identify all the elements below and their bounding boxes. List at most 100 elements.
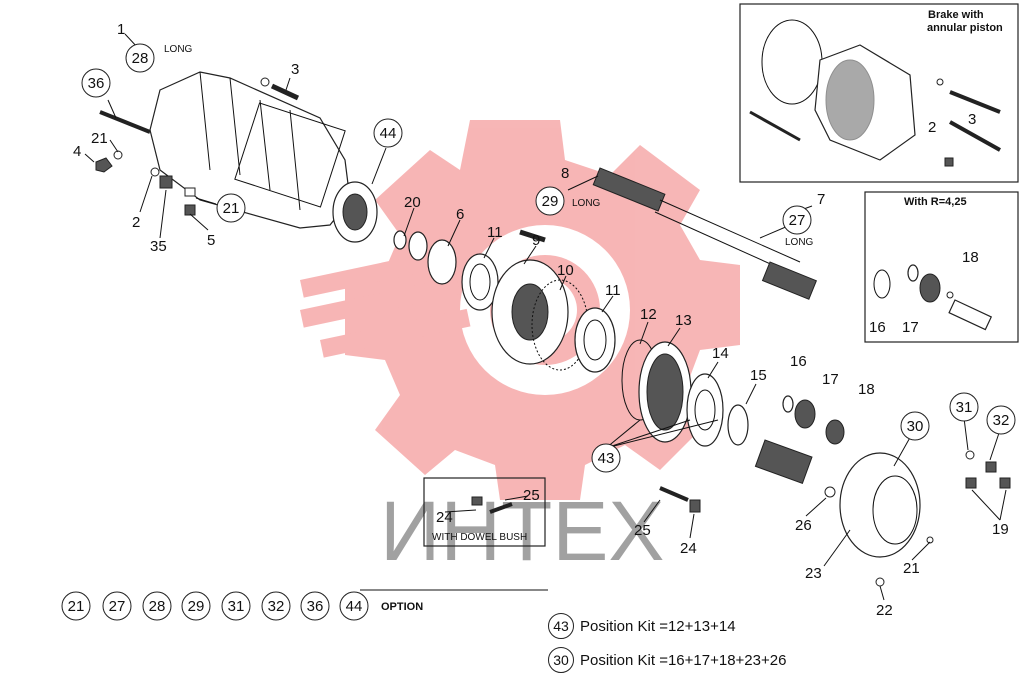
svg-text:30: 30 xyxy=(907,418,924,435)
svg-text:21: 21 xyxy=(68,598,85,615)
callout-26: 26 xyxy=(795,517,812,534)
svg-text:28: 28 xyxy=(132,50,149,67)
watermark-text: ИНТЕХ xyxy=(380,484,664,578)
svg-text:29: 29 xyxy=(542,193,559,210)
callout-8: 8 xyxy=(561,165,569,182)
callout-17: 17 xyxy=(822,371,839,388)
brake-inset xyxy=(739,3,1019,183)
callout-1: 1 xyxy=(117,21,125,38)
callout-10: 10 xyxy=(557,262,574,279)
planet-gears xyxy=(754,395,845,485)
ratio-inset-label-17: 17 xyxy=(902,319,919,336)
svg-text:28: 28 xyxy=(149,598,166,615)
callout-6: 6 xyxy=(456,206,464,223)
circled-callout-44: 44 xyxy=(373,118,403,148)
svg-text:44: 44 xyxy=(380,125,397,142)
circled-callout-31: 31 xyxy=(949,392,979,422)
circled-callout-29: 29 xyxy=(535,186,565,216)
ring-gear-assembly xyxy=(621,339,749,447)
callout-14: 14 xyxy=(712,345,729,362)
svg-text:27: 27 xyxy=(109,598,126,615)
option-circle-32: 32 xyxy=(261,591,291,621)
circled-callout-21: 21 xyxy=(216,193,246,223)
svg-text:21: 21 xyxy=(223,200,240,217)
circled-callout-36: 36 xyxy=(81,68,111,98)
bolt-25 xyxy=(659,486,689,502)
kit-43-number: 43 xyxy=(548,613,574,639)
svg-text:27: 27 xyxy=(789,212,806,229)
callout-22: 22 xyxy=(876,602,893,619)
axle-housing xyxy=(149,71,378,243)
long-label-27: LONG xyxy=(785,237,814,248)
svg-text:32: 32 xyxy=(268,598,285,615)
circled-callout-43: 43 xyxy=(591,443,621,473)
svg-text:36: 36 xyxy=(88,75,105,92)
callout-2: 2 xyxy=(132,214,140,231)
dowel-bush-inset xyxy=(423,477,546,547)
circled-callout-28: 28 xyxy=(125,43,155,73)
callout-35: 35 xyxy=(150,238,167,255)
housing-fasteners xyxy=(95,77,300,216)
svg-text:29: 29 xyxy=(188,598,205,615)
circled-callouts: 28 36 44 21 29 27 43 30 xyxy=(81,43,1016,473)
ratio-inset-label-18: 18 xyxy=(962,249,979,266)
option-circle-44: 44 xyxy=(339,591,369,621)
svg-text:31: 31 xyxy=(228,598,245,615)
kit-43-row: 43 Position Kit =12+13+14 xyxy=(548,613,736,639)
callout-23: 23 xyxy=(805,565,822,582)
svg-text:31: 31 xyxy=(956,399,973,416)
option-circle-36: 36 xyxy=(300,591,330,621)
callout-25: 25 xyxy=(634,522,651,539)
planetary-cover xyxy=(824,450,1011,587)
leader-lines xyxy=(84,33,1007,601)
callout-16: 16 xyxy=(790,353,807,370)
circled-callout-27: 27 xyxy=(782,205,812,235)
circled-callout-32: 32 xyxy=(986,405,1016,435)
nut-24 xyxy=(689,499,701,513)
dowel-inset-label-24: 24 xyxy=(436,509,453,526)
callout-7: 7 xyxy=(817,191,825,208)
svg-text:43: 43 xyxy=(598,450,615,467)
callout-15: 15 xyxy=(750,367,767,384)
callout-20: 20 xyxy=(404,194,421,211)
center-rings xyxy=(393,230,616,373)
option-circle-29: 29 xyxy=(181,591,211,621)
callout-19: 19 xyxy=(992,521,1009,538)
callout-13: 13 xyxy=(675,312,692,329)
option-circle-31: 31 xyxy=(221,591,251,621)
ratio-inset-title: With R=4,25 xyxy=(904,196,967,208)
dowel-inset-label-25: 25 xyxy=(523,487,540,504)
circled-callout-30: 30 xyxy=(900,411,930,441)
brake-inset-label-3: 3 xyxy=(968,111,976,128)
callout-3: 3 xyxy=(291,61,299,78)
svg-text:36: 36 xyxy=(307,598,324,615)
option-circle-27: 27 xyxy=(102,591,132,621)
callout-11a: 11 xyxy=(487,224,503,241)
brake-inset-title-2: annular piston xyxy=(927,22,1003,34)
brake-inset-label-2: 2 xyxy=(928,119,936,136)
option-circle-21: 21 xyxy=(61,591,91,621)
brake-inset-title-1: Brake with xyxy=(928,9,984,21)
svg-text:44: 44 xyxy=(346,598,363,615)
svg-text:32: 32 xyxy=(993,412,1010,429)
dowel-bush-inset-title: WITH DOWEL BUSH xyxy=(432,532,527,543)
ratio-inset xyxy=(864,191,1019,343)
plain-callouts: 1 3 21 4 2 35 5 20 6 11 9 10 11 12 13 14… xyxy=(73,21,1009,619)
callout-21b: 21 xyxy=(903,560,920,577)
callout-11b: 11 xyxy=(605,282,621,299)
callout-24: 24 xyxy=(680,540,697,557)
callout-21: 21 xyxy=(91,130,108,147)
callout-5: 5 xyxy=(207,232,215,249)
option-circle-28: 28 xyxy=(142,591,172,621)
callout-9: 9 xyxy=(532,232,540,249)
kit-43-text: Position Kit =12+13+14 xyxy=(580,618,736,635)
callout-12: 12 xyxy=(640,306,657,323)
kit-30-text: Position Kit =16+17+18+23+26 xyxy=(580,652,787,669)
long-label-29: LONG xyxy=(572,198,601,209)
option-row: 21 27 28 29 31 32 36 44 OPTION xyxy=(61,591,423,621)
callout-18: 18 xyxy=(858,381,875,398)
option-label: OPTION xyxy=(381,601,423,613)
callout-4: 4 xyxy=(73,143,81,160)
